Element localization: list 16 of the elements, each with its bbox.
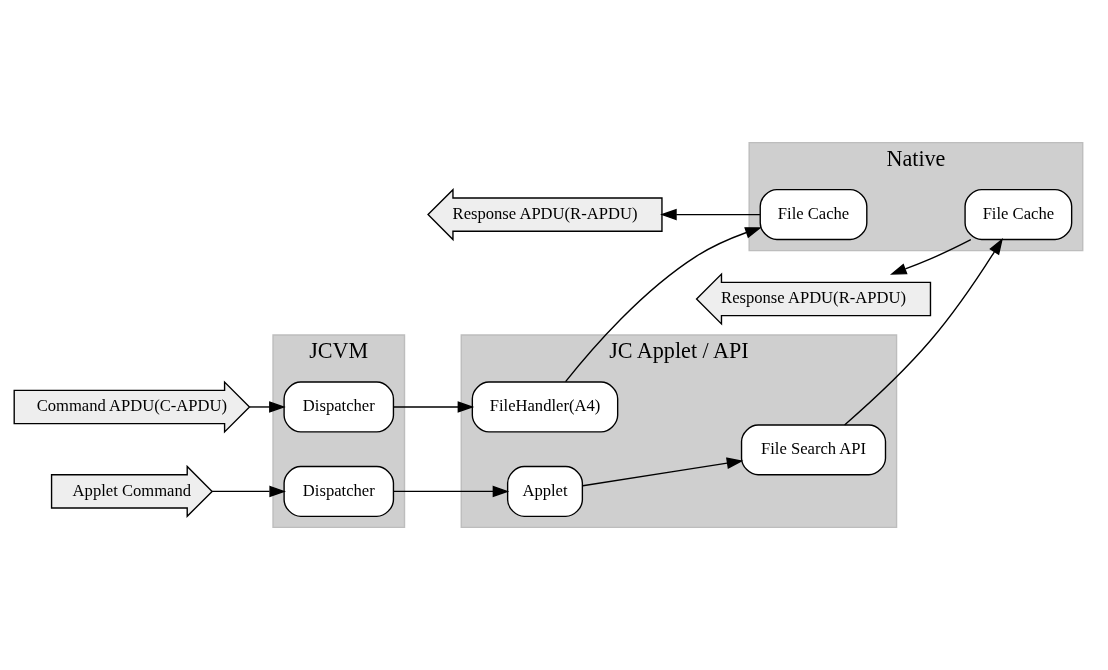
arrow — [843, 238, 1003, 426]
arrow — [392, 485, 510, 498]
arrow — [211, 485, 286, 498]
node-box: Applet — [506, 465, 584, 517]
arrow — [564, 227, 762, 383]
arrow — [660, 208, 761, 221]
node-box: File Cache — [759, 189, 868, 241]
arrow — [890, 239, 972, 275]
node-box: File Cache — [964, 189, 1073, 241]
arrow — [582, 457, 744, 487]
arrow — [248, 401, 286, 413]
node-box: Dispatcher — [283, 381, 395, 433]
arrow — [392, 401, 475, 413]
node-box: Dispatcher — [283, 465, 395, 517]
node-box: FileHandler(A4) — [471, 381, 619, 433]
node-box: File Search API — [740, 424, 887, 476]
